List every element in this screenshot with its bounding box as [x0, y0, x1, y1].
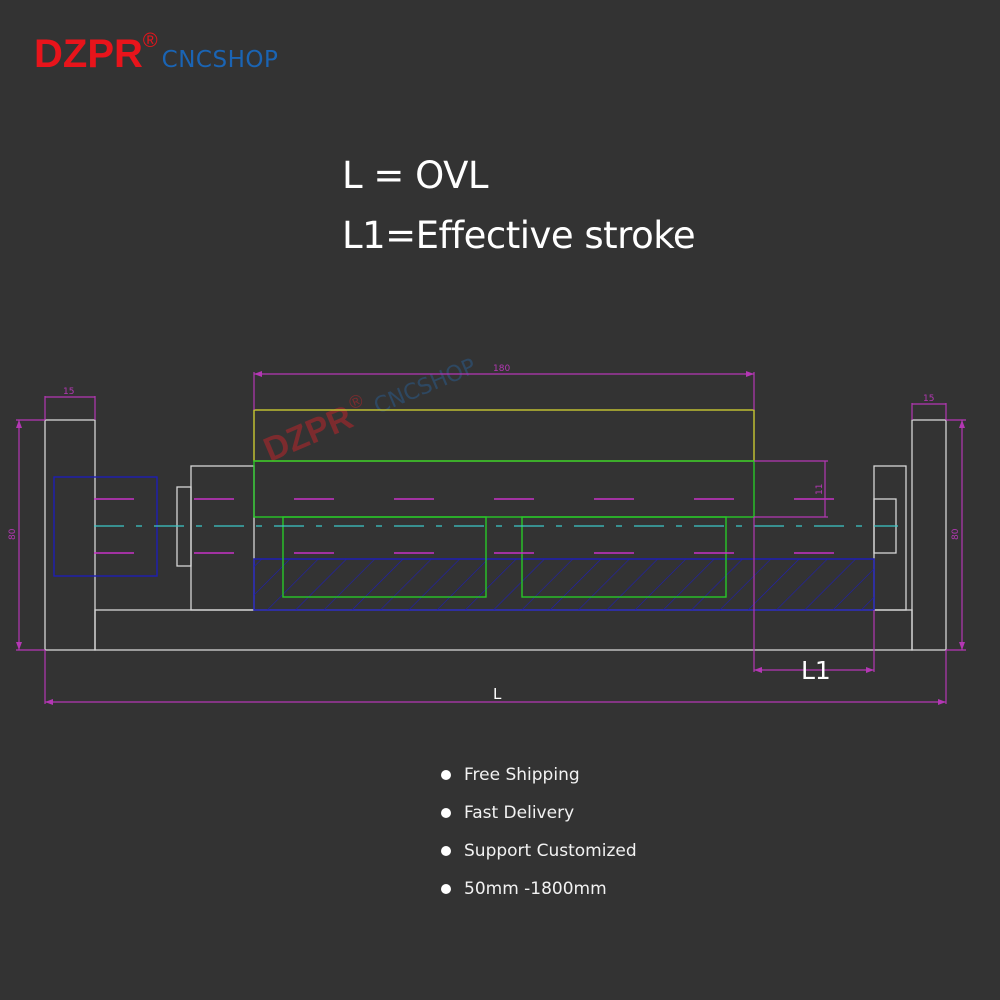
- feature-text: Fast Delivery: [464, 803, 575, 823]
- feature-item: Support Customized: [440, 838, 637, 876]
- slider-block-right: [521, 516, 727, 598]
- feature-item: Fast Delivery: [440, 800, 637, 838]
- bullet-icon: [441, 884, 451, 894]
- left-end-plate: [44, 419, 96, 651]
- left-bearing-block: [190, 465, 255, 611]
- bullet-icon: [441, 808, 451, 818]
- dim-top-width: 180: [493, 364, 510, 374]
- dim-left-width: 15: [63, 387, 74, 397]
- headline-overall-length: L = OVL: [342, 154, 489, 197]
- label-l1: L1: [801, 656, 831, 685]
- dim-side-offset: 11: [815, 484, 825, 495]
- feature-list: Free Shipping Fast Delivery Support Cust…: [440, 762, 637, 914]
- right-end-plate: [911, 419, 947, 651]
- base-plate: [94, 609, 913, 651]
- dim-right-width: 15: [923, 394, 934, 404]
- label-l: L: [493, 685, 502, 703]
- ball-screw-lines: [94, 498, 880, 554]
- feature-text: Support Customized: [464, 841, 637, 861]
- watermark-brand: DZPR: [258, 398, 358, 469]
- watermark: DZPR ® CNCSHOP: [258, 354, 480, 469]
- carriage-body: [253, 460, 755, 598]
- logo-registered-mark: ®: [142, 30, 158, 52]
- dimension-arrows: [16, 371, 965, 705]
- dim-right-height: 80: [951, 528, 961, 540]
- logo-brand-text: DZPR: [34, 32, 143, 76]
- feature-item: Free Shipping: [440, 762, 637, 800]
- feature-text: 50mm -1800mm: [464, 879, 607, 899]
- right-bearing-block: [873, 465, 907, 611]
- stage-frame: [44, 419, 947, 651]
- logo-shop-text: CNCSHOP: [161, 47, 279, 73]
- feature-text: Free Shipping: [464, 765, 580, 785]
- guide-rail: [253, 558, 875, 611]
- dim-left-height: 80: [8, 528, 18, 540]
- headline-effective-stroke: L1=Effective stroke: [342, 214, 696, 257]
- brand-logo: DZPR®CNCSHOP: [34, 30, 279, 77]
- bullet-icon: [441, 770, 451, 780]
- dimensions: [16, 372, 966, 704]
- slider-block-left: [282, 516, 487, 598]
- bullet-icon: [441, 846, 451, 856]
- feature-item: 50mm -1800mm: [440, 876, 637, 914]
